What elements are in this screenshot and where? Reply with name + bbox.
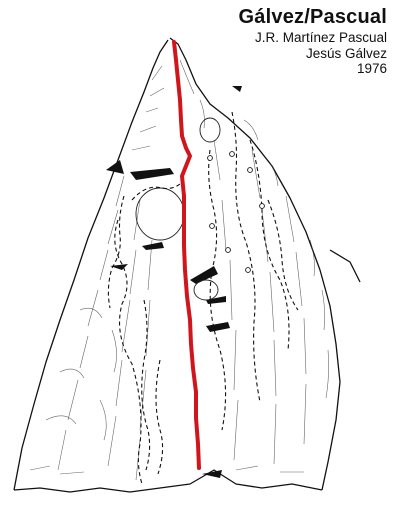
climber-name-1: J.R. Martínez Pascual xyxy=(239,30,387,46)
highlighted-route-line xyxy=(174,42,199,468)
rock-outline xyxy=(14,38,360,492)
climber-name-2: Jesús Gálvez xyxy=(239,46,387,62)
route-name: Gálvez/Pascual xyxy=(239,6,387,30)
route-caption: Gálvez/Pascual J.R. Martínez Pascual Jes… xyxy=(239,6,387,77)
route-year: 1976 xyxy=(239,61,387,77)
other-routes xyxy=(108,112,298,484)
